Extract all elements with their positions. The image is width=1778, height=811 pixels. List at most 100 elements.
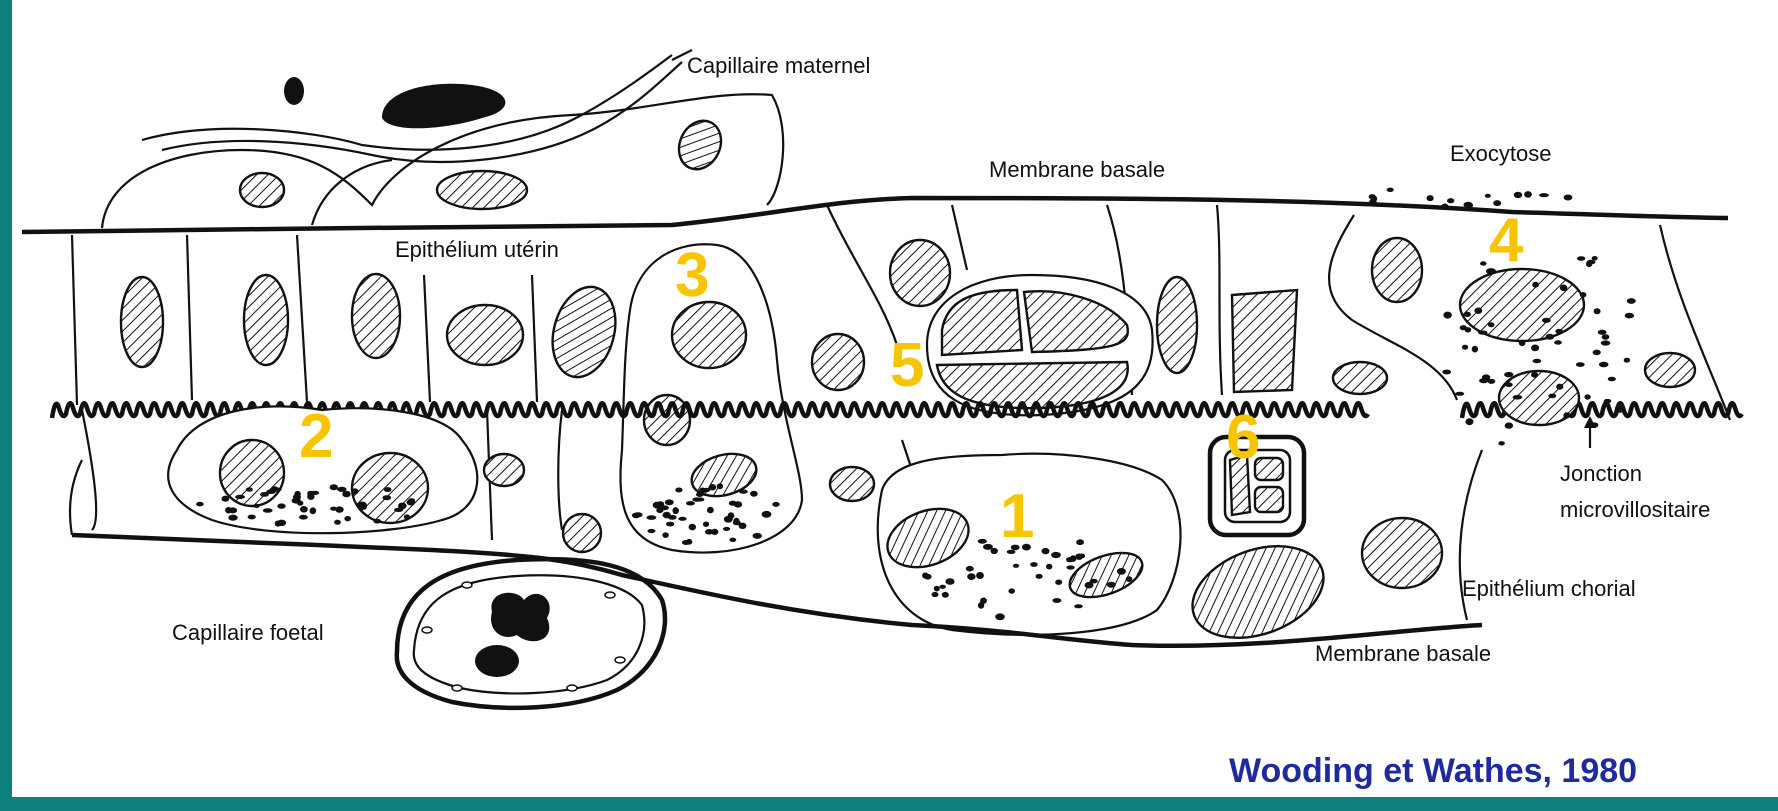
cell-border xyxy=(827,205,897,345)
endothelial-nucleus xyxy=(452,685,462,691)
nucleus xyxy=(1180,529,1337,654)
granule-dot xyxy=(330,484,338,490)
label-microvillositaire: microvillositaire xyxy=(1560,497,1710,522)
nucleus xyxy=(1362,518,1442,588)
cell-border xyxy=(558,410,562,530)
granule-dot xyxy=(266,489,276,494)
granule-dot xyxy=(1601,340,1611,345)
granule-dot xyxy=(1466,418,1474,425)
granule-dot xyxy=(932,592,939,597)
granule-dot xyxy=(976,572,984,579)
label-membrane-basale-top: Membrane basale xyxy=(989,157,1165,182)
granule-dot xyxy=(384,487,392,492)
granule-dot xyxy=(924,574,932,580)
granule-dot xyxy=(689,524,696,531)
granule-dot xyxy=(1051,552,1061,558)
granule-dot xyxy=(991,548,998,554)
red-blood-cell xyxy=(382,84,505,129)
granule-dot xyxy=(762,511,772,518)
nucleus xyxy=(1157,277,1197,373)
granule-dot xyxy=(1594,308,1601,314)
granule-dot xyxy=(1030,562,1038,567)
granule-dot xyxy=(723,527,730,531)
nucleus xyxy=(121,277,163,367)
granule-dot xyxy=(1531,372,1538,378)
granule-dot xyxy=(1598,330,1607,335)
granule-dot xyxy=(1555,329,1563,334)
granule-dot xyxy=(1556,384,1563,390)
granule-dot xyxy=(1505,382,1513,387)
granule-dot xyxy=(945,578,954,585)
granule-dot xyxy=(1627,298,1636,304)
nucleus xyxy=(1333,362,1387,394)
granule-dot xyxy=(1604,399,1612,403)
granule-dot xyxy=(980,598,987,604)
granule-dot xyxy=(1474,308,1482,314)
cell-border xyxy=(297,235,307,402)
nucleus xyxy=(543,280,625,384)
cell-border xyxy=(1660,225,1730,420)
granule-dot xyxy=(656,507,663,513)
granule-dot xyxy=(739,489,748,493)
granule-dot xyxy=(1505,422,1513,428)
granule-dot xyxy=(337,487,346,492)
granule-dot xyxy=(246,487,253,491)
granule-dot xyxy=(1546,334,1555,340)
granule-dot xyxy=(678,517,686,521)
nucleus xyxy=(437,171,527,209)
nucleus xyxy=(644,395,690,445)
number-1: 1 xyxy=(1000,482,1034,551)
cell-border xyxy=(72,235,77,405)
label-capillaire-foetal: Capillaire foetal xyxy=(172,620,324,645)
label-exocytose: Exocytose xyxy=(1450,141,1552,166)
nucleus xyxy=(244,275,288,365)
granule-dot xyxy=(1036,574,1043,579)
granule-dot xyxy=(1519,340,1526,346)
nucleus xyxy=(1232,290,1297,392)
granule-dot xyxy=(1554,340,1562,344)
granule-dot xyxy=(939,585,946,589)
granule-dot xyxy=(1577,256,1585,261)
diagram-frame: Capillaire maternel Membrane basale Exoc… xyxy=(12,0,1778,797)
granule-dot xyxy=(404,514,410,519)
granule-dot xyxy=(1592,256,1598,261)
granule-dot xyxy=(697,498,705,502)
granule-dot xyxy=(1548,394,1556,399)
number-3: 3 xyxy=(675,241,709,310)
granule-dot xyxy=(1090,579,1097,584)
granule-dot xyxy=(1369,199,1376,203)
placenta-diagram: Capillaire maternel Membrane basale Exoc… xyxy=(12,0,1778,797)
granule-dot xyxy=(1564,195,1573,201)
granule-dot xyxy=(1514,192,1523,198)
fetal-capillary-group xyxy=(397,559,665,708)
granule-dot xyxy=(352,488,359,494)
granule-dot xyxy=(967,573,975,580)
granule-dot xyxy=(703,522,709,527)
granule-dot xyxy=(1046,564,1052,570)
granule-dot xyxy=(1480,261,1487,265)
cell-border xyxy=(424,275,430,402)
granule-dot xyxy=(293,494,301,500)
granule-dot xyxy=(724,516,733,523)
granule-dot xyxy=(995,613,1005,620)
granule-dot xyxy=(1074,604,1083,608)
endothelial-nucleus xyxy=(605,592,615,598)
number-4: 4 xyxy=(1489,206,1524,275)
granule-dot xyxy=(1593,350,1601,356)
granule-dot xyxy=(1584,394,1590,399)
label-membrane-basale-bottom: Membrane basale xyxy=(1315,641,1491,666)
granule-dot xyxy=(942,592,949,598)
granule-dot xyxy=(729,501,737,506)
granule-dot xyxy=(1464,202,1473,208)
binucleate-cell-5 xyxy=(927,275,1153,415)
fetal-red-blood-cell xyxy=(475,645,519,677)
number-2: 2 xyxy=(299,402,333,471)
granule-dot xyxy=(407,500,416,506)
credit: Wooding et Wathes, 1980 xyxy=(1229,752,1637,790)
endothelial-nucleus xyxy=(462,582,472,588)
granule-dot xyxy=(1504,372,1513,377)
granule-dot xyxy=(344,516,351,521)
label-epithelium-uterin: Epithélium utérin xyxy=(395,237,559,262)
granule-dot xyxy=(772,502,779,507)
granule-dot xyxy=(1580,292,1587,298)
